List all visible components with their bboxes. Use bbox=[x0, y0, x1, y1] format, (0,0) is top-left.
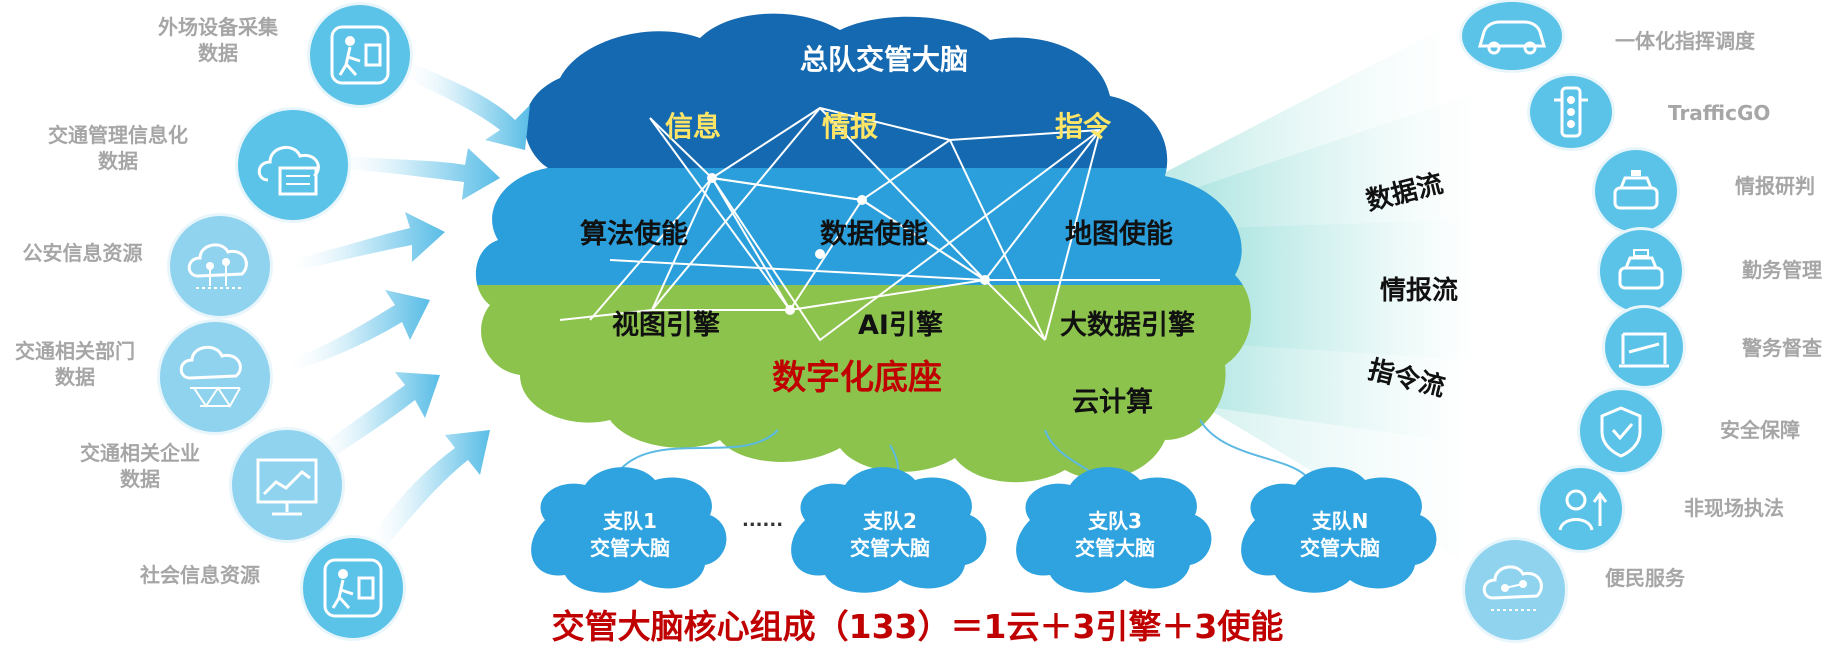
officer-icon bbox=[1540, 468, 1622, 550]
car-icon bbox=[1462, 2, 1562, 70]
app-label-2: TrafficGO bbox=[1668, 101, 1771, 125]
top-row-intel: 情报 bbox=[822, 110, 879, 143]
app-label-1: 一体化指挥调度 bbox=[1615, 29, 1755, 53]
enabler-map: 地图使能 bbox=[1065, 219, 1173, 250]
checkpoint-icon bbox=[1605, 308, 1683, 386]
network-nodes bbox=[707, 173, 990, 315]
source-label-1: 外场设备采集 数据 bbox=[158, 15, 278, 65]
traffic-light-icon bbox=[1530, 76, 1612, 148]
team-ellipsis: ...... bbox=[742, 510, 784, 531]
enabler-algorithm: 算法使能 bbox=[580, 219, 688, 250]
app-label-3: 情报研判 bbox=[1735, 174, 1815, 198]
source-label-4: 交通相关部门 数据 bbox=[15, 339, 135, 389]
police-car-icon bbox=[1595, 150, 1677, 232]
cloud-computing: 云计算 bbox=[1072, 387, 1153, 418]
pedestrian-camera-icon bbox=[303, 538, 403, 638]
shield-icon bbox=[1580, 390, 1662, 472]
top-row-command: 指令 bbox=[1055, 110, 1112, 143]
cloud-server-icon bbox=[238, 110, 348, 220]
source-label-6: 社会信息资源 bbox=[140, 563, 260, 587]
stream-intel: 情报流 bbox=[1380, 276, 1459, 306]
formula-caption: 交管大脑核心组成（133）＝1云＋3引擎＋3使能 bbox=[551, 607, 1284, 646]
engine-ai: AI引擎 bbox=[858, 310, 943, 341]
app-label-7: 非现场执法 bbox=[1684, 496, 1784, 520]
app-label-8: 便民服务 bbox=[1605, 566, 1685, 590]
enabler-data: 数据使能 bbox=[820, 219, 928, 250]
app-label-6: 安全保障 bbox=[1720, 418, 1800, 442]
digital-base: 数字化底座 bbox=[772, 358, 942, 398]
app-label-5: 警务督查 bbox=[1742, 336, 1822, 360]
pedestrian-camera-icon bbox=[310, 5, 410, 105]
engine-bigdata: 大数据引擎 bbox=[1060, 310, 1195, 341]
source-label-3: 公安信息资源 bbox=[22, 241, 143, 265]
source-label-5: 交通相关企业 数据 bbox=[80, 441, 200, 491]
app-label-4: 勤务管理 bbox=[1742, 258, 1822, 282]
monitor-chart-icon bbox=[232, 430, 342, 540]
top-row-info: 信息 bbox=[665, 110, 722, 143]
source-label-2: 交通管理信息化 数据 bbox=[48, 123, 188, 173]
input-arrows bbox=[290, 62, 530, 548]
brain-title: 总队交管大脑 bbox=[800, 43, 969, 76]
police-car-icon bbox=[1600, 230, 1682, 312]
team-clouds bbox=[531, 467, 1437, 593]
cloud-network-icon bbox=[170, 216, 270, 316]
cloud-network-icon bbox=[1465, 540, 1565, 640]
engine-view: 视图引擎 bbox=[612, 310, 720, 341]
cloud-mesh-icon bbox=[160, 322, 270, 432]
